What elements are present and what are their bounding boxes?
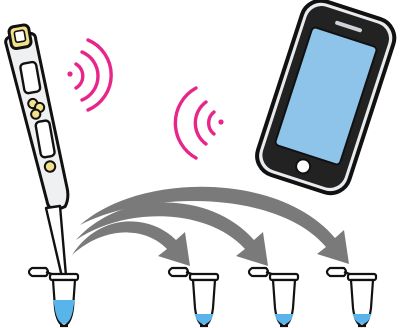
electronic-pipette: [3, 22, 70, 277]
wireless-signal-phone: [175, 88, 223, 158]
source-tube: [29, 268, 78, 326]
destination-tube-3: [327, 268, 376, 326]
smartphone: [252, 0, 400, 198]
wireless-signal-pipette: [67, 40, 111, 110]
pipette-button-3: [30, 109, 41, 120]
transfer-arrows: [72, 187, 349, 266]
destination-tube-2: [249, 268, 298, 326]
pipette-button-4: [44, 160, 56, 172]
destination-tube-1: [169, 268, 218, 326]
pipette-display: [20, 61, 41, 93]
pipette-tip: [46, 206, 66, 277]
